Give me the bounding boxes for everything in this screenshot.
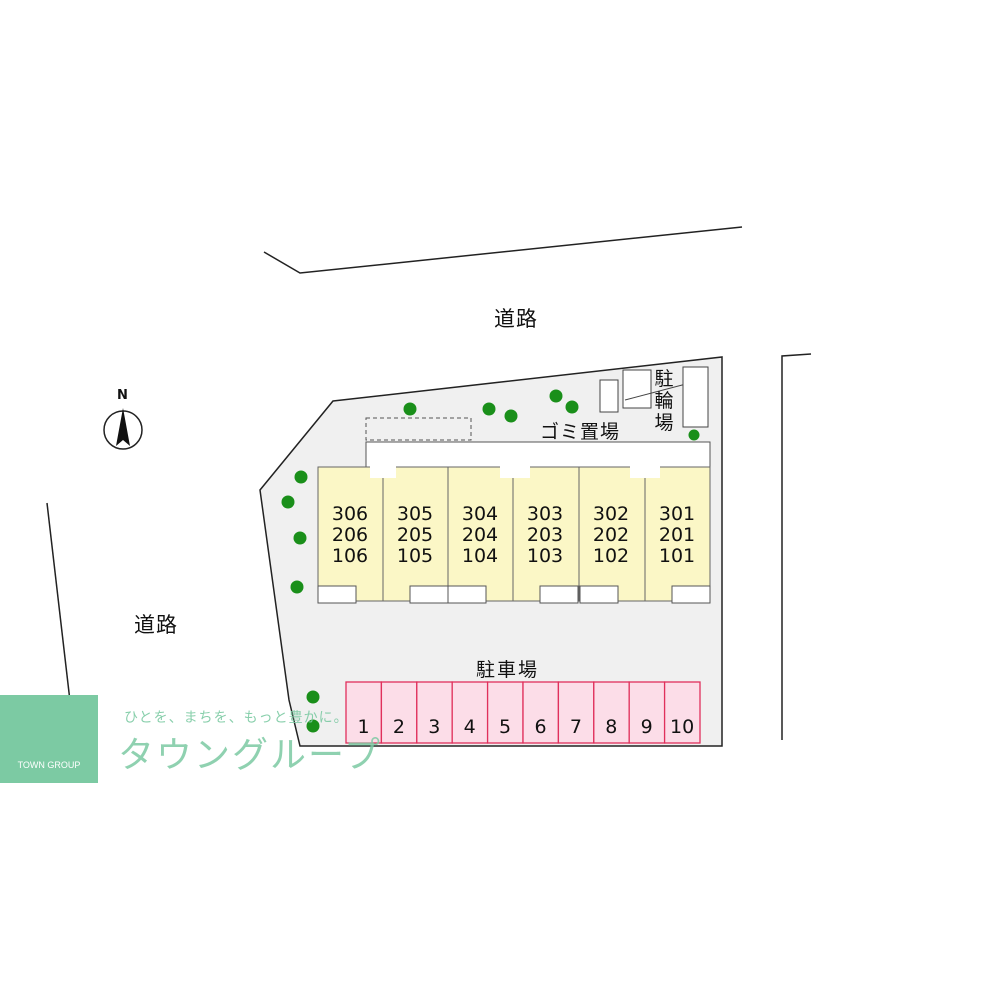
road-north-edge bbox=[263, 226, 743, 274]
unit-number: 303 bbox=[526, 503, 564, 525]
entry-pad bbox=[317, 585, 357, 604]
unit-column-301: 301 201 101 bbox=[645, 504, 709, 567]
tree bbox=[290, 580, 304, 594]
parking-stall-number: 8 bbox=[605, 716, 618, 738]
tree bbox=[549, 389, 563, 403]
parking-stall bbox=[628, 681, 666, 744]
parking-stall-number: 4 bbox=[463, 716, 476, 738]
parking-stall bbox=[593, 681, 630, 744]
bicycle-parking-label: 駐 輪 場 bbox=[653, 368, 675, 434]
unit-number: 103 bbox=[526, 545, 564, 567]
notch bbox=[370, 466, 396, 478]
bicycle-shed bbox=[682, 366, 709, 428]
tree bbox=[565, 400, 579, 414]
unit-number: 202 bbox=[592, 524, 630, 546]
tree bbox=[688, 429, 700, 441]
unit-number: 201 bbox=[658, 524, 696, 546]
logo-name: タウングループ bbox=[118, 735, 382, 776]
tree bbox=[306, 719, 320, 733]
unit-block-301 bbox=[644, 466, 711, 602]
tree bbox=[403, 402, 417, 416]
unit-number: 305 bbox=[396, 503, 434, 525]
compass-icon bbox=[103, 408, 143, 450]
entry-pad bbox=[409, 585, 449, 604]
parking-stall bbox=[380, 681, 418, 744]
garbage-bin-large bbox=[622, 369, 652, 409]
entry-pad bbox=[447, 585, 487, 604]
unit-column-306: 306 206 106 bbox=[318, 504, 382, 567]
parking-lot-label: 駐車場 bbox=[476, 659, 540, 681]
parking-stall-number: 10 bbox=[670, 716, 695, 738]
unit-column-302: 302 202 102 bbox=[579, 504, 643, 567]
parking-stall bbox=[522, 681, 560, 744]
unit-block-303 bbox=[512, 466, 580, 602]
tree bbox=[306, 690, 320, 704]
parking-stall bbox=[345, 681, 383, 744]
unit-number: 106 bbox=[331, 545, 369, 567]
compass-north-label: N bbox=[117, 388, 128, 403]
parking-stall bbox=[557, 681, 595, 744]
notch bbox=[500, 466, 530, 478]
tree bbox=[281, 495, 295, 509]
parking-stall-number: 1 bbox=[357, 716, 370, 738]
road-label-north: 道路 bbox=[494, 307, 538, 331]
unit-number: 203 bbox=[526, 524, 564, 546]
unit-block-305 bbox=[382, 466, 449, 602]
unit-column-303: 303 203 103 bbox=[513, 504, 577, 567]
parking-stall bbox=[416, 681, 453, 744]
unit-number: 204 bbox=[461, 524, 499, 546]
tree bbox=[293, 531, 307, 545]
parking-stalls bbox=[345, 681, 701, 744]
entry-pad bbox=[579, 585, 619, 604]
unit-block-304 bbox=[447, 466, 514, 602]
tree bbox=[294, 470, 308, 484]
trees bbox=[281, 389, 700, 733]
unit-number: 105 bbox=[396, 545, 434, 567]
parking-stall-number: 5 bbox=[499, 716, 512, 738]
parking-stall-number: 9 bbox=[640, 716, 653, 738]
unit-number: 205 bbox=[396, 524, 434, 546]
unit-number: 104 bbox=[461, 545, 499, 567]
parking-stall-number: 6 bbox=[534, 716, 547, 738]
garbage-area-label: ゴミ置場 bbox=[540, 421, 621, 443]
tree bbox=[482, 402, 496, 416]
garbage-bin-small bbox=[599, 379, 619, 413]
unit-block-306 bbox=[317, 466, 384, 602]
town-group-logo bbox=[0, 695, 98, 783]
parking-stall bbox=[486, 681, 524, 744]
entry-pad bbox=[539, 585, 579, 604]
parking-stall-number: 7 bbox=[569, 716, 582, 738]
parking-stall-number: 2 bbox=[392, 716, 405, 738]
notch bbox=[630, 466, 660, 478]
road-label-west: 道路 bbox=[134, 613, 178, 637]
unit-column-305: 305 205 105 bbox=[383, 504, 447, 567]
parking-stall-number: 3 bbox=[428, 716, 441, 738]
parking-stall bbox=[451, 681, 489, 744]
unit-number: 302 bbox=[592, 503, 630, 525]
unit-number: 301 bbox=[658, 503, 696, 525]
logo-caption: TOWN GROUP bbox=[17, 760, 81, 770]
unit-number: 304 bbox=[461, 503, 499, 525]
building bbox=[317, 466, 711, 604]
unit-column-304: 304 204 104 bbox=[448, 504, 512, 567]
logo-tagline: ひとを、まちを、もっと豊かに。 bbox=[124, 710, 349, 726]
entry-pad bbox=[671, 585, 711, 604]
parking-stall bbox=[663, 681, 701, 744]
dashed-area bbox=[365, 417, 472, 441]
bicycle-label-char: 場 bbox=[654, 412, 674, 434]
unit-number: 206 bbox=[331, 524, 369, 546]
tree bbox=[504, 409, 518, 423]
bicycle-label-char: 駐 bbox=[654, 368, 674, 390]
unit-number: 101 bbox=[658, 545, 696, 567]
bicycle-label-char: 輪 bbox=[654, 390, 674, 412]
leader-line bbox=[624, 383, 687, 401]
road-east-edge bbox=[781, 353, 812, 740]
unit-number: 306 bbox=[331, 503, 369, 525]
unit-number: 102 bbox=[592, 545, 630, 567]
